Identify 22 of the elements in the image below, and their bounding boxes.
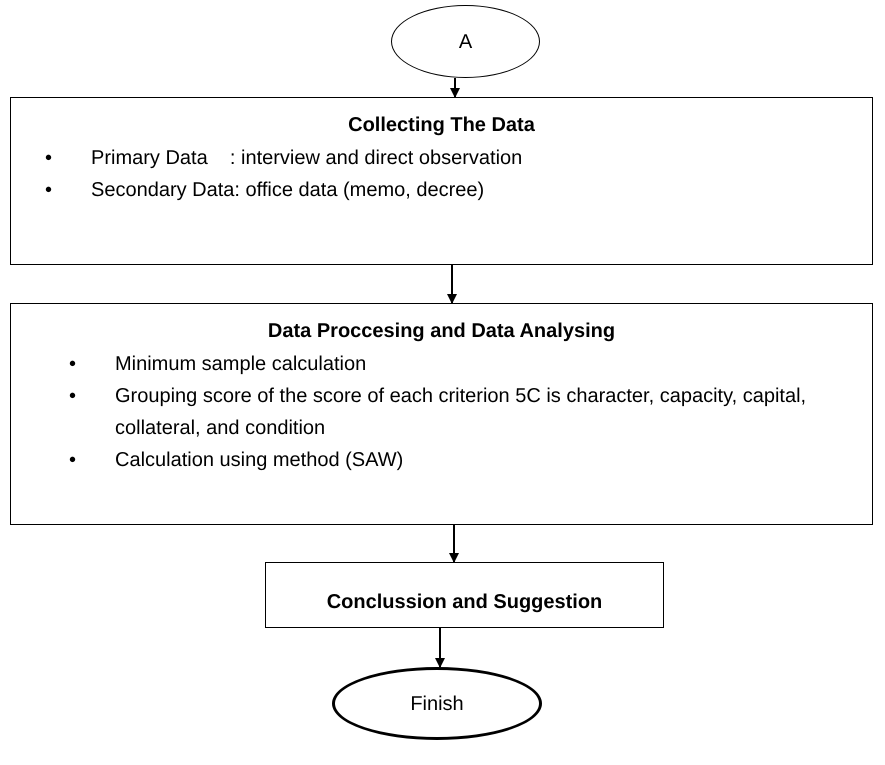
- process-box: [10, 97, 873, 265]
- bullet-item: Minimum sample calculation: [114, 352, 366, 377]
- arrow: [450, 78, 460, 98]
- terminal-label: Finish: [410, 692, 464, 716]
- bullet-marker: •: [69, 352, 78, 377]
- box-heading: Data Proccesing and Data Analysing: [268, 319, 616, 344]
- arrow: [447, 265, 457, 304]
- arrow: [449, 525, 459, 563]
- box-heading: Conclussion and Suggestion: [326, 590, 602, 615]
- bullet-item: Calculation using method (SAW): [114, 448, 404, 473]
- box-heading: Collecting The Data: [348, 113, 535, 138]
- process-box: [10, 303, 873, 525]
- terminal-label: A: [458, 30, 472, 54]
- bullet-item: Grouping score of the score of each criterion 5C is character, capacity, capital, collateral, and condition: [114, 384, 808, 441]
- bullet-marker: •: [45, 146, 54, 171]
- bullet-item: Secondary Data: office data (memo, decree): [90, 178, 484, 203]
- arrow: [435, 628, 445, 668]
- bullet-marker: •: [69, 384, 78, 409]
- bullet-marker: •: [69, 448, 78, 473]
- bullet-marker: •: [45, 178, 54, 203]
- bullet-item: Primary Data : interview and direct observation: [90, 146, 522, 171]
- process-box: [265, 562, 664, 628]
